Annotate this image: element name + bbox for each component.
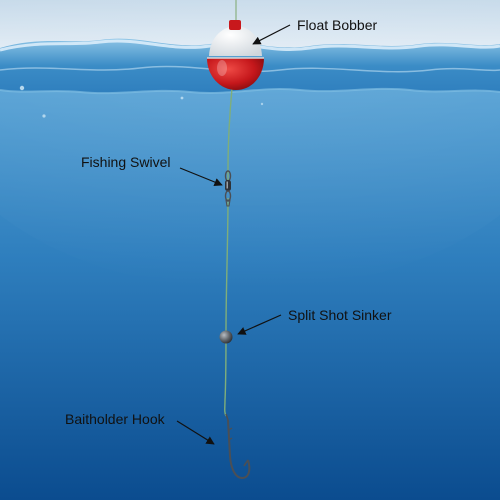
split-shot-sinker-label: Split Shot Sinker (288, 307, 392, 323)
fishing-swivel (224, 170, 232, 207)
arrow-float-bobber (252, 24, 291, 45)
fishing-line (227, 87, 233, 180)
baitholder-hook-label: Baitholder Hook (65, 411, 165, 427)
fishing-swivel-label: Fishing Swivel (81, 154, 171, 170)
float-bobber (207, 20, 264, 90)
float-bobber-label: Float Bobber (297, 17, 378, 33)
bubble (180, 96, 184, 100)
split-shot-sinker (219, 330, 233, 344)
wave-highlight-2 (0, 65, 500, 73)
bobber-red-cap (229, 20, 241, 30)
arrow-split-shot-sinker (237, 314, 282, 335)
bobber-white-top (209, 26, 262, 56)
baitholder-hook (225, 413, 251, 480)
bobber-red-bottom (207, 58, 264, 90)
bobber-shine (217, 60, 227, 76)
bubble (19, 85, 25, 91)
surface-underside (0, 87, 500, 95)
arrow-baitholder-hook (176, 420, 215, 445)
bubble (260, 102, 264, 106)
bubble (42, 114, 46, 118)
leader-line (224, 197, 229, 417)
arrow-fishing-swivel (179, 167, 223, 187)
